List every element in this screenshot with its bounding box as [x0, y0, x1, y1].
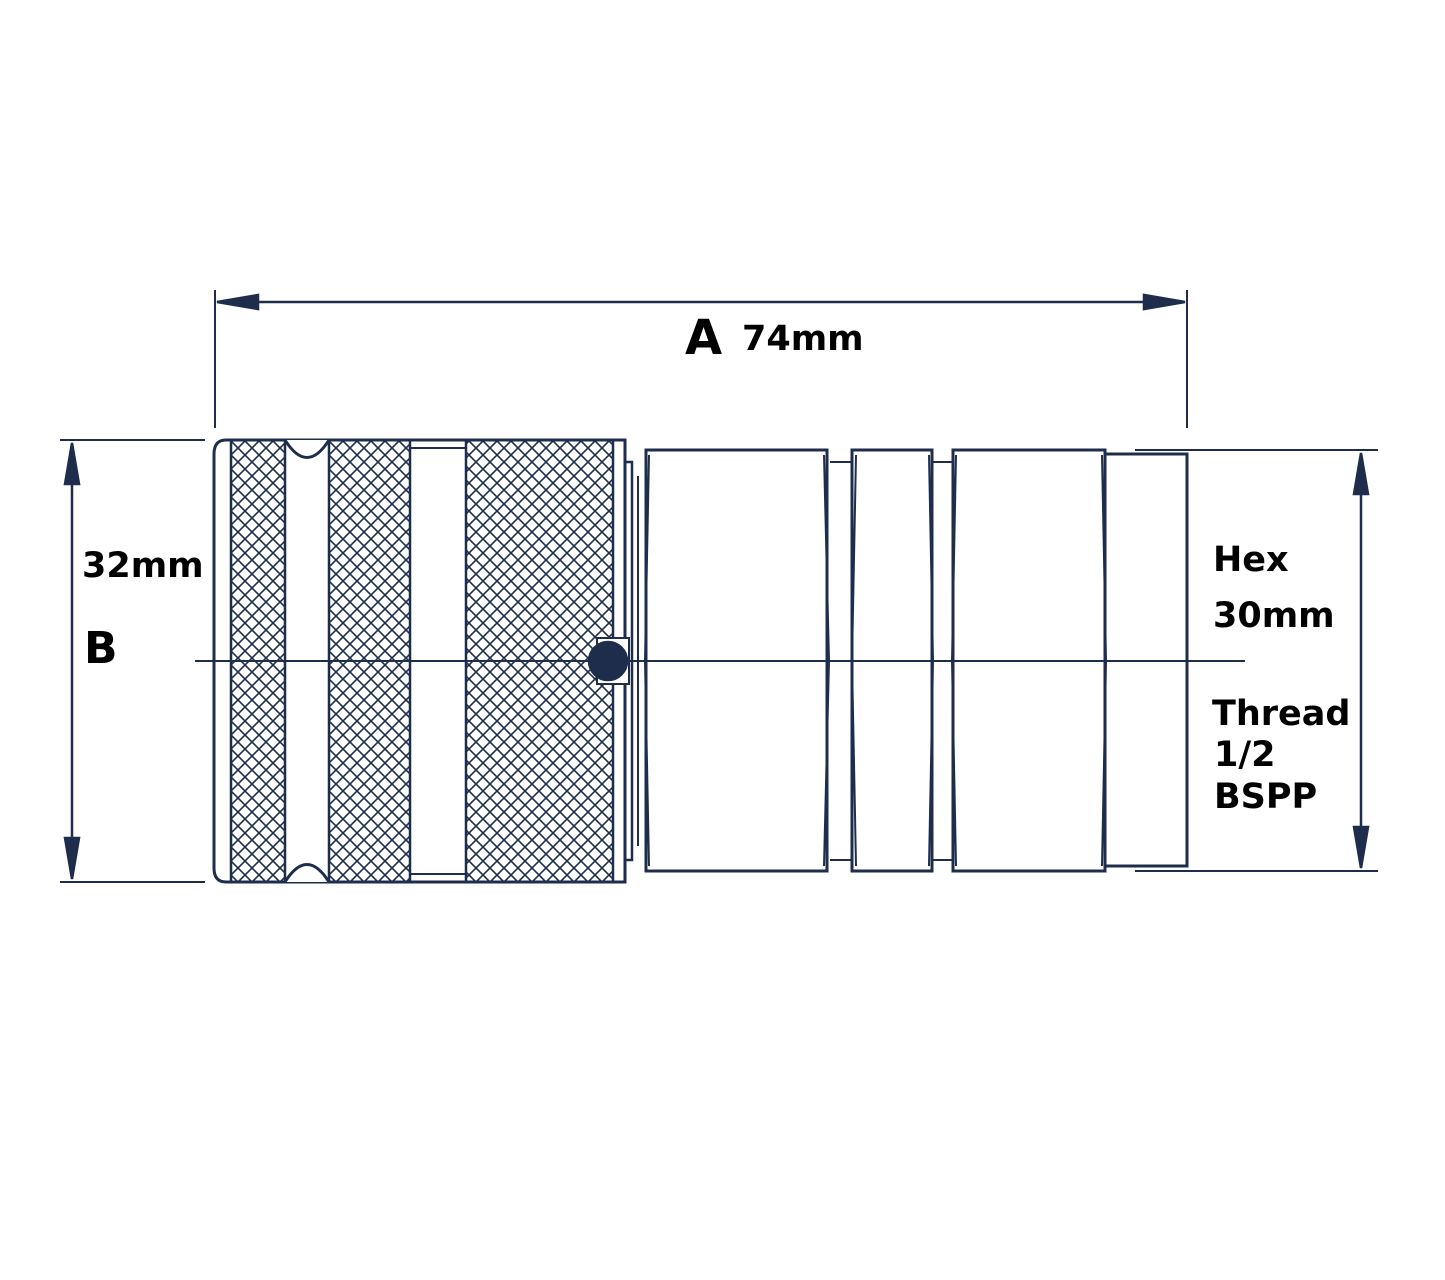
dimension-arrow-down-icon — [1352, 825, 1370, 869]
dimension-b-value: 32mm — [82, 546, 204, 586]
thread-label: Thread — [1212, 694, 1351, 734]
dimension-arrow-down-icon — [63, 836, 81, 880]
dimension-b-letter: B — [84, 623, 118, 674]
dimension-arrow-right-icon — [1142, 293, 1186, 311]
thread-standard: BSPP — [1214, 777, 1318, 817]
thread-size: 1/2 — [1214, 735, 1276, 775]
hex-label: Hex — [1213, 540, 1289, 580]
dimension-b — [60, 439, 205, 883]
dimension-a — [214, 290, 1188, 428]
dimension-hex — [1135, 449, 1378, 872]
dimension-arrow-up-icon — [1352, 452, 1370, 496]
hex-value: 30mm — [1213, 596, 1335, 636]
dimension-arrow-left-icon — [216, 293, 260, 311]
dimension-a-value: 74mm — [742, 319, 864, 359]
dimension-a-letter: A — [685, 310, 723, 366]
dimension-arrow-up-icon — [63, 442, 81, 486]
